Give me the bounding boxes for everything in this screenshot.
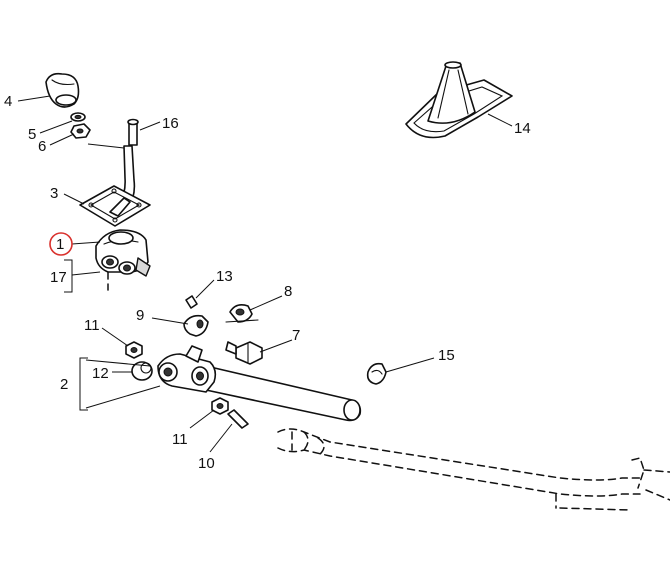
part-3-gasket-plate xyxy=(79,185,151,227)
callout-5: 5 xyxy=(28,126,36,143)
callout-17: 17 xyxy=(50,269,67,286)
part-10-pin xyxy=(227,409,249,429)
part-14-shift-boot xyxy=(405,61,513,139)
callout-2: 2 xyxy=(60,376,68,393)
part-15-clip xyxy=(366,362,387,385)
callout-1-highlight-circle xyxy=(49,232,73,256)
callout-13: 13 xyxy=(216,268,233,285)
callout-10: 10 xyxy=(198,455,215,472)
part-17-bracket xyxy=(64,259,109,293)
callout-8: 8 xyxy=(284,283,292,300)
callout-9: 9 xyxy=(136,307,144,324)
part-6-washer xyxy=(70,123,91,139)
callout-12: 12 xyxy=(92,365,109,382)
callout-11-upper: 11 xyxy=(84,317,100,334)
part-11-nut-upper xyxy=(125,341,143,359)
callout-16: 16 xyxy=(162,115,179,132)
part-11-nut-lower xyxy=(211,397,229,415)
part-1-selector-housing xyxy=(95,229,151,277)
callout-1: 1 xyxy=(56,236,64,253)
part-12-plug xyxy=(131,361,153,381)
part-4-gear-knob xyxy=(45,72,80,108)
part-9-selector-clip xyxy=(183,314,209,337)
part-5-lock-nut xyxy=(70,112,86,122)
part-7-bolt xyxy=(225,341,263,365)
part-13-roll-pin xyxy=(185,295,198,309)
callout-15: 15 xyxy=(438,347,455,364)
callout-4: 4 xyxy=(4,93,12,110)
part-2-bracket xyxy=(79,357,161,411)
callout-3: 3 xyxy=(50,185,58,202)
callout-14: 14 xyxy=(514,120,531,137)
callout-labels: 4 5 6 16 3 1 17 13 8 9 7 11 12 2 14 15 1… xyxy=(4,93,531,472)
callout-7: 7 xyxy=(292,327,300,344)
part-8-bolt xyxy=(225,304,259,323)
part-2-selector-rod xyxy=(157,345,362,422)
linkage-dashed-outline xyxy=(277,428,670,511)
callout-11-lower: 11 xyxy=(172,431,188,448)
leader-lines xyxy=(17,95,513,453)
callout-6: 6 xyxy=(38,138,46,155)
